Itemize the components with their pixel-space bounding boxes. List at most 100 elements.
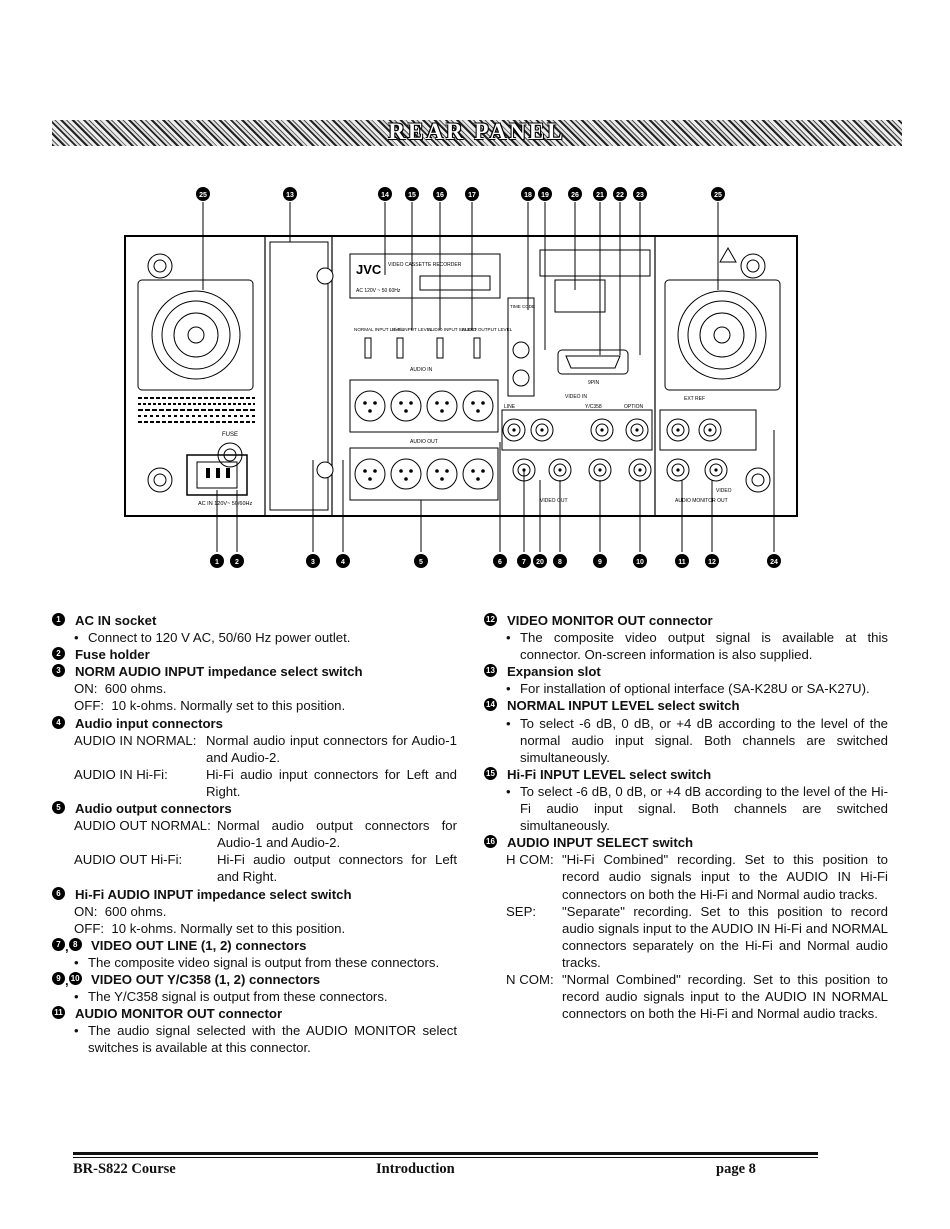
video-connector[interactable]	[590, 418, 614, 442]
video-out-line-bullet: The composite video signal is output fro…	[88, 954, 440, 970]
audio-input-select-label: AUDIO INPUT SELECT	[428, 327, 477, 332]
heading-expansion-slot: Expansion slot	[507, 664, 601, 680]
off-key: OFF:	[74, 920, 105, 936]
hifi-input-level-label: Hi-Fi INPUT LEVEL	[392, 327, 433, 332]
audio-input-select-switch[interactable]	[436, 337, 444, 359]
callout-number: 26	[571, 192, 579, 199]
on-key: ON:	[74, 903, 98, 919]
option-label: OPTION	[624, 404, 644, 410]
callout-number: 25	[199, 192, 207, 199]
callout-marker	[493, 554, 507, 568]
xlr-connector[interactable]	[462, 390, 494, 422]
ac-in-label: AC IN 120V~ 50/60Hz	[198, 501, 253, 507]
xlr-connector[interactable]	[354, 458, 386, 490]
9pin-label: 9PIN	[588, 380, 600, 386]
callout-number: 3	[311, 559, 315, 566]
xlr-connector[interactable]	[390, 390, 422, 422]
video-connector[interactable]	[530, 418, 554, 442]
audio-in-hifi-key: AUDIO IN Hi-Fi:	[74, 766, 168, 782]
warning-label	[539, 249, 651, 277]
video-connector[interactable]	[704, 458, 728, 482]
off-value: 10 k-ohms. Normally set to this position…	[111, 920, 346, 936]
xlr-connector[interactable]	[462, 458, 494, 490]
callout-marker	[405, 187, 419, 201]
fuse-label: FUSE	[222, 432, 238, 438]
callout-marker	[633, 554, 647, 568]
ac-in-socket[interactable]	[186, 454, 248, 496]
9pin-connector[interactable]	[557, 349, 629, 375]
audio-out-hifi-key: AUDIO OUT Hi-Fi:	[74, 852, 183, 868]
time-code-connector[interactable]	[512, 341, 530, 359]
video-connector[interactable]	[698, 418, 722, 442]
video-connector[interactable]	[666, 458, 690, 482]
power-rating: AC 120V ~ 50 60Hz	[356, 288, 401, 294]
section-banner: REAR PANEL	[52, 119, 902, 146]
video-connector[interactable]	[548, 458, 572, 482]
normal-input-level-bullet: To select -6 dB, 0 dB, or +4 dB accordin…	[520, 715, 888, 765]
xlr-connector[interactable]	[354, 390, 386, 422]
video-connector[interactable]	[628, 458, 652, 482]
video-monitor-label: VIDEO	[716, 488, 732, 494]
callout-number: 1	[215, 559, 219, 566]
audio-output-level-switch[interactable]	[473, 337, 481, 359]
callout-marker	[533, 554, 547, 568]
callout-number: 9	[598, 559, 602, 566]
callout-marker	[336, 554, 350, 568]
heading-video-monitor-out: VIDEO MONITOR OUT connector	[507, 613, 713, 628]
audio-output-level-label: AUDIO OUTPUT LEVEL	[462, 327, 513, 332]
time-code-label: TIME CODE	[510, 304, 535, 309]
audio-monitor-out-bullet: The audio signal selected with the AUDIO…	[88, 1023, 457, 1056]
audio-input-connectors[interactable]	[354, 390, 494, 422]
callout-number: 24	[770, 559, 778, 566]
callout-number: 17	[468, 192, 476, 199]
callout-number: 7	[522, 559, 526, 566]
video-monitor-out-bullet: The composite video output signal is ava…	[520, 630, 888, 663]
normal-input-level-label: NORMAL INPUT LEVEL	[354, 327, 404, 332]
banner-title: REAR PANEL	[388, 119, 566, 144]
xlr-connector[interactable]	[426, 458, 458, 490]
audio-monitor-out-label: AUDIO MONITOR OUT	[675, 498, 728, 504]
video-connector[interactable]	[588, 458, 612, 482]
footer-rule-thick	[73, 1152, 818, 1155]
video-connector[interactable]	[625, 418, 649, 442]
video-connector[interactable]	[666, 418, 690, 442]
heading-ac-in-socket: AC IN socket	[75, 613, 157, 628]
xlr-connector[interactable]	[390, 458, 422, 490]
callout-number: 15	[408, 192, 416, 199]
footer-course: BR-S822 Course	[73, 1161, 176, 1177]
callout-number: 5	[419, 559, 423, 566]
video-connector[interactable]	[512, 458, 536, 482]
xlr-connector[interactable]	[426, 390, 458, 422]
callout-marker	[711, 187, 725, 201]
heading-audio-monitor-out: AUDIO MONITOR OUT connector	[75, 1006, 283, 1022]
jvc-logo: JVC	[356, 262, 382, 277]
video-out-yc358-bullet: The Y/C358 signal is output from these c…	[88, 989, 388, 1005]
callout-number: 25	[714, 192, 722, 199]
screw-icon	[740, 253, 766, 279]
warning-triangle-icon	[719, 246, 737, 263]
callout-marker	[633, 187, 647, 201]
audio-in-hifi-value: Hi-Fi audio input connectors for Left an…	[206, 766, 457, 799]
heading-fuse-holder: Fuse holder	[75, 647, 150, 663]
video-out-label: VIDEO OUT	[540, 498, 568, 504]
left-fan	[137, 279, 254, 391]
caution-label	[138, 397, 255, 423]
callout-marker	[210, 554, 224, 568]
footer-page: page 8	[716, 1161, 756, 1177]
video-connectors[interactable]	[502, 418, 728, 482]
callout-marker	[378, 187, 392, 201]
callout-number: 12	[708, 559, 716, 566]
callout-marker	[521, 187, 535, 201]
callout-number: 22	[616, 192, 624, 199]
hifi-input-level-switch[interactable]	[396, 337, 404, 359]
audio-in-normal-value: Normal audio input connectors for Audio-…	[206, 732, 457, 765]
audio-output-connectors[interactable]	[354, 458, 494, 490]
heading-hifi-audio-input: Hi-Fi AUDIO INPUT impedance select switc…	[75, 886, 352, 902]
video-connector[interactable]	[502, 418, 526, 442]
footer-section: Introduction	[376, 1161, 455, 1177]
screw-icon	[147, 253, 173, 279]
jvc-label-plate	[349, 253, 501, 299]
normal-input-level-switch[interactable]	[364, 337, 372, 359]
